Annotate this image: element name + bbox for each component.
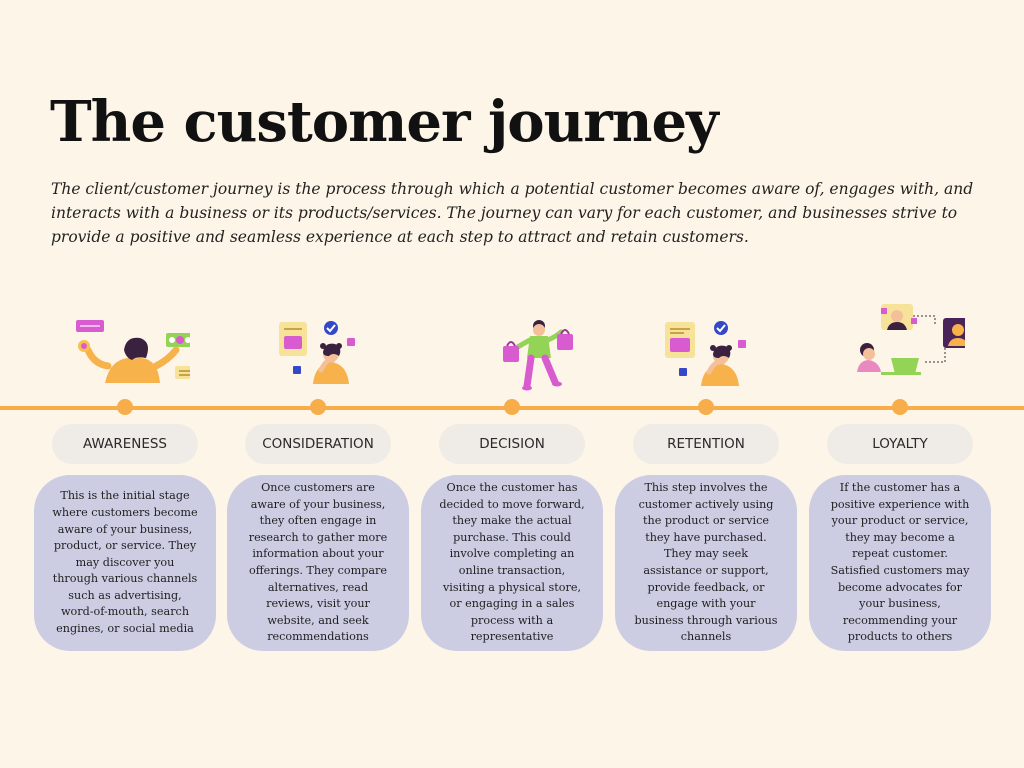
consideration-illustration-icon — [279, 321, 355, 384]
decision-illustration-icon — [503, 320, 573, 391]
stage-card: Once the customer has decided to move fo… — [421, 475, 603, 651]
stage-description: If the customer has a positive experienc… — [830, 481, 970, 644]
stage-decision: DECISION Once the customer has decided t… — [421, 0, 603, 768]
timeline-dot — [117, 399, 133, 415]
stage-description: Once the customer has decided to move fo… — [439, 481, 585, 644]
stage-awareness: AWARENESS This is the initial stage wher… — [34, 0, 216, 768]
page-title: The customer journey — [50, 89, 719, 155]
stage-label: RETENTION — [633, 424, 779, 464]
stage-card: Once customers are aware of your busines… — [227, 475, 409, 651]
timeline-dot — [310, 399, 326, 415]
stage-card: This step involves the customer actively… — [615, 475, 797, 651]
stage-description: Once customers are aware of your busines… — [248, 481, 388, 644]
timeline-dot — [504, 399, 520, 415]
stage-description: This step involves the customer actively… — [634, 481, 778, 644]
intro-paragraph: The client/customer journey is the proce… — [51, 180, 974, 246]
stage-description: This is the initial stage where customer… — [52, 489, 198, 636]
loyalty-illustration-icon — [857, 304, 965, 375]
timeline-dot — [698, 399, 714, 415]
stage-label: AWARENESS — [52, 424, 198, 464]
timeline-dot — [892, 399, 908, 415]
stage-card: If the customer has a positive experienc… — [809, 475, 991, 651]
stage-label: DECISION — [439, 424, 585, 464]
stage-consideration: CONSIDERATION Once customers are aware o… — [227, 0, 409, 768]
stage-card: This is the initial stage where customer… — [34, 475, 216, 651]
stage-loyalty: LOYALTY If the customer has a positive e… — [809, 0, 991, 768]
stage-label: CONSIDERATION — [245, 424, 391, 464]
stage-retention: RETENTION This step involves the custome… — [615, 0, 797, 768]
retention-illustration-icon — [665, 321, 746, 386]
stage-label: LOYALTY — [827, 424, 973, 464]
awareness-illustration-icon — [76, 320, 190, 383]
